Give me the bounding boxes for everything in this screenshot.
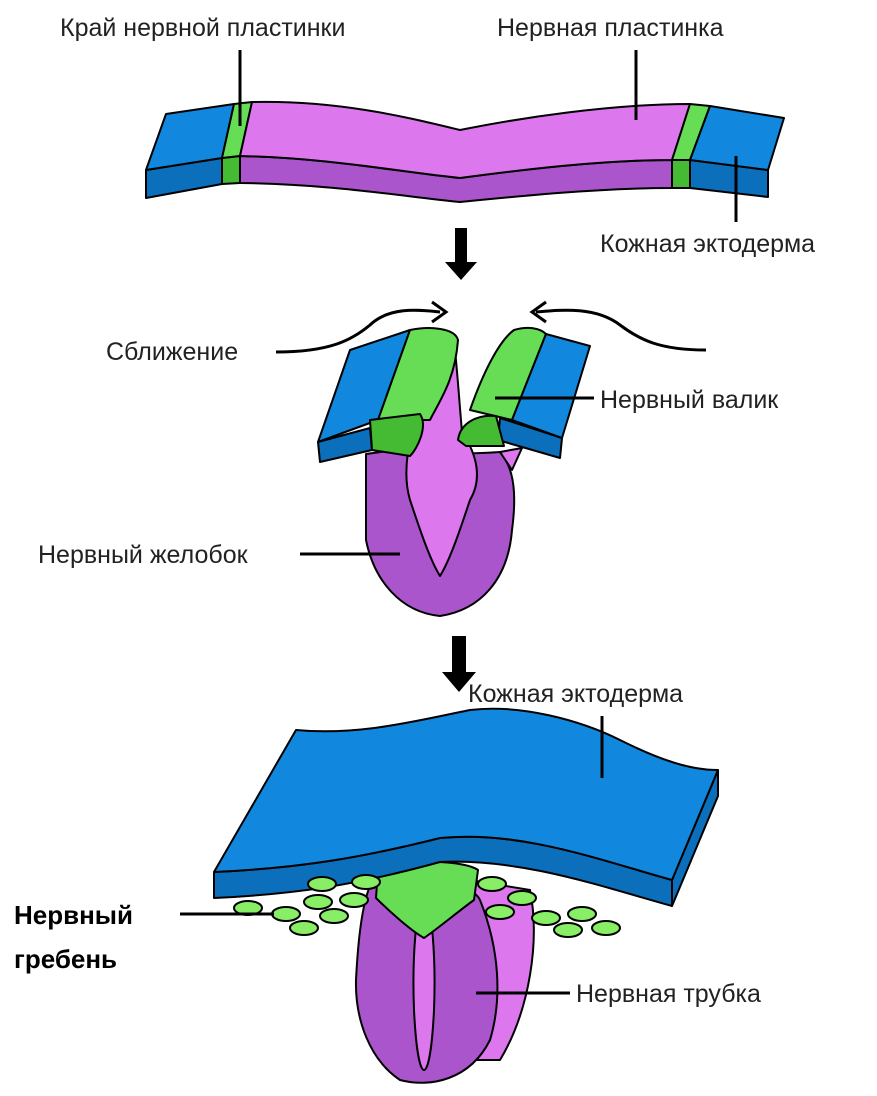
label-neural-crest-line1: Нервный: [14, 900, 133, 930]
label-neural-groove: Нервный желобок: [38, 541, 249, 569]
label-plate-edge: Край нервной пластинки: [60, 14, 345, 42]
crest-cell: [290, 921, 318, 935]
crest-cell: [486, 905, 514, 919]
crest-cell: [272, 907, 300, 921]
groove-right-crest-front: [458, 416, 504, 446]
label-skin-ectoderm-top: Кожная эктодерма: [600, 230, 815, 258]
crest-cell: [308, 877, 336, 891]
label-neural-tube: Нервная трубка: [576, 980, 761, 1008]
groove-left-crest-front: [370, 414, 423, 456]
stage-neural-groove: [318, 328, 590, 616]
crest-cell: [304, 895, 332, 909]
crest-cell: [320, 909, 348, 923]
down-arrow-1: [445, 228, 477, 280]
crest-cell: [478, 877, 506, 891]
crest-cell: [340, 893, 368, 907]
stage-neural-plate: [146, 102, 784, 202]
plate-left-crest-front: [222, 156, 240, 184]
crest-cell: [568, 907, 596, 921]
label-skin-ectoderm-bottom: Кожная эктодерма: [468, 680, 683, 708]
crest-cell: [554, 923, 582, 937]
plate-right-crest-front: [672, 160, 690, 188]
label-convergence: Сближение: [106, 338, 238, 366]
crest-cell: [508, 891, 536, 905]
crest-cell: [532, 911, 560, 925]
label-neural-crest-line2: гребень: [14, 944, 117, 974]
label-neural-fold: Нервный валик: [600, 386, 779, 414]
label-neural-plate: Нервная пластинка: [497, 14, 724, 42]
crest-cell: [352, 875, 380, 889]
stage-neural-tube: [214, 709, 718, 1083]
crest-cell: [592, 921, 620, 935]
